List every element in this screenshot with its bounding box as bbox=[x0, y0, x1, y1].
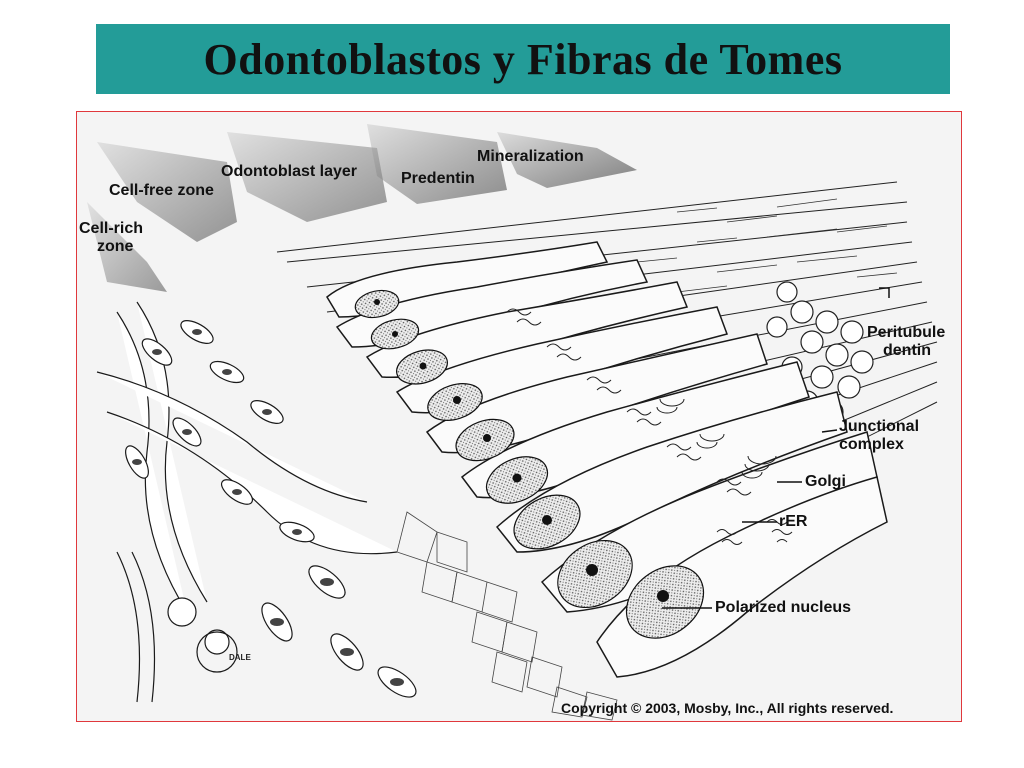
zone-arrows bbox=[87, 124, 637, 292]
label-pointers bbox=[662, 287, 890, 609]
cell-floor-mosaic bbox=[396, 511, 618, 721]
label-rer: rER bbox=[779, 513, 808, 530]
label-cell-free-zone: Cell-free zone bbox=[109, 182, 214, 199]
label-odontoblast-layer: Odontoblast layer bbox=[221, 163, 358, 180]
label-junctional-line1: Junctional bbox=[839, 418, 920, 435]
label-polarized-nucleus: Polarized nucleus bbox=[715, 599, 852, 616]
tubule-texture bbox=[596, 198, 898, 293]
title-bar: Odontoblastos y Fibras de Tomes bbox=[96, 24, 950, 94]
pulp-fibroblast-nuclei bbox=[132, 329, 404, 686]
label-cell-rich-zone-line1: Cell-rich bbox=[79, 220, 144, 237]
odontoblast-illustration: Mineralization Odontoblast layer Predent… bbox=[76, 111, 962, 722]
nucleoli bbox=[374, 299, 669, 602]
label-mineralization: Mineralization bbox=[477, 148, 584, 165]
label-peritubule-line1: Peritubule bbox=[867, 324, 946, 341]
copyright-notice: Copyright © 2003, Mosby, Inc., All right… bbox=[561, 700, 894, 716]
illustration-drawing bbox=[87, 124, 938, 721]
label-predentin: Predentin bbox=[401, 170, 475, 187]
slide-title: Odontoblastos y Fibras de Tomes bbox=[203, 34, 843, 84]
label-junctional-line2: complex bbox=[839, 436, 904, 453]
label-peritubule-line2: dentin bbox=[883, 342, 931, 359]
pulp-fibroblasts bbox=[96, 301, 417, 703]
label-golgi: Golgi bbox=[805, 473, 846, 490]
label-cell-rich-zone-line2: zone bbox=[97, 238, 134, 255]
artist-signature: DALE bbox=[229, 653, 251, 662]
